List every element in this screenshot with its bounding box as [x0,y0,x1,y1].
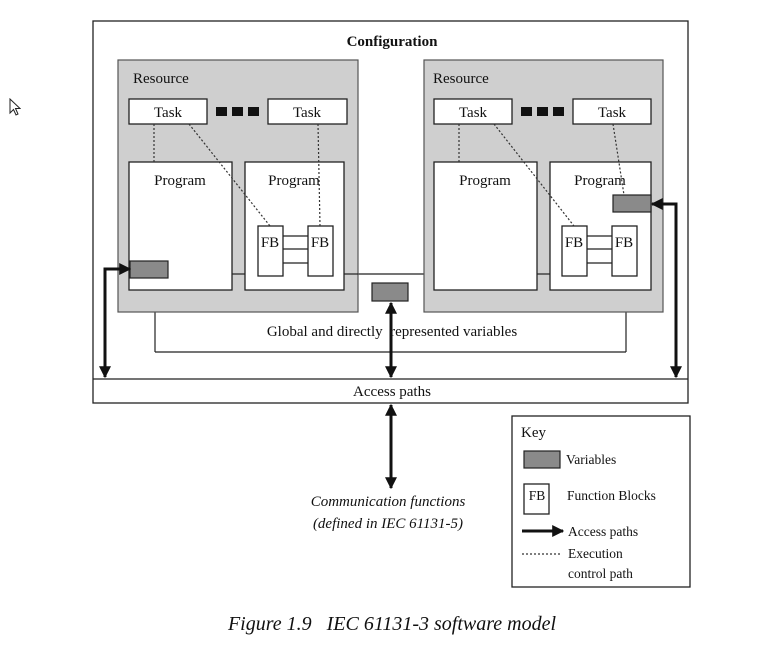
resource-right-label: Resource [433,71,489,87]
resource-right-task-2-label: Task [598,105,627,121]
resource-right-fb-2 [611,225,638,277]
resource-right-task-2 [572,98,652,125]
ellipsis-square [521,107,532,116]
resource-right-fb-1-label: FB [565,235,583,251]
resource-left-program-2-label: Program [268,173,320,189]
resource-right-program-1 [433,161,538,291]
resource-left-fb-2 [307,225,334,277]
key-variables-swatch [523,450,561,469]
resource-left-variable [129,260,169,279]
resource-right-variable [612,194,652,213]
resource-right: Resource Task Task Program Program FB FB [423,59,664,313]
ellipsis-square [553,107,564,116]
global-label-backdrop [233,320,388,342]
key-fb-symbol: FB [529,488,546,503]
resource-right-program-1-label: Program [459,173,511,189]
ellipsis-square [537,107,548,116]
key-access-label: Access paths [568,524,638,539]
execution-control-path [317,123,321,227]
access-paths-label: Access paths [353,384,431,400]
resource-left-program-1-label: Program [154,173,206,189]
access-path-arrow-right [650,198,682,379]
key-variables-label: Variables [566,452,616,467]
execution-control-path [493,123,575,227]
communication-line-2: (defined in IEC 61131-5) [313,516,463,532]
resource-left-task-2-label: Task [293,105,322,121]
ellipsis-square [216,107,227,116]
key-legend: Key Variables FB Function Blocks Access … [511,415,691,588]
global-variable [371,282,409,302]
resource-right-task-1-label: Task [459,105,488,121]
key-execution-label-2: control path [568,566,633,581]
resource-right-fb-1 [561,225,588,277]
key-fb-label: Function Blocks [567,488,656,503]
resource-left-fb-1-label: FB [261,235,279,251]
mouse-pointer-icon [9,98,21,116]
resource-right-program-2-label: Program [574,173,626,189]
resource-left-task-2 [267,98,348,125]
access-path-arrow-left [99,263,132,379]
resource-left-task-1 [128,98,208,125]
configuration-title: Configuration [347,34,439,50]
communication-line-1: Communication functions [311,494,466,510]
execution-control-path [188,123,271,227]
ellipsis-square [232,107,243,116]
resource-left-task-1-label: Task [154,105,183,121]
resource-left: Resource Task Task Program Program FB FB [117,59,359,313]
resource-right-task-1 [433,98,513,125]
resource-right-fb-2-label: FB [615,235,633,251]
ellipsis-square [248,107,259,116]
resource-left-fb-2-label: FB [311,235,329,251]
key-fb-box [523,483,550,515]
resource-left-fb-1 [257,225,284,277]
resource-left-label: Resource [133,71,189,87]
figure-caption: Figure 1.9 IEC 61131-3 software model [227,613,557,635]
key-title: Key [521,425,546,441]
key-execution-label: Execution [568,546,623,561]
global-label-backdrop-2 [396,320,568,342]
